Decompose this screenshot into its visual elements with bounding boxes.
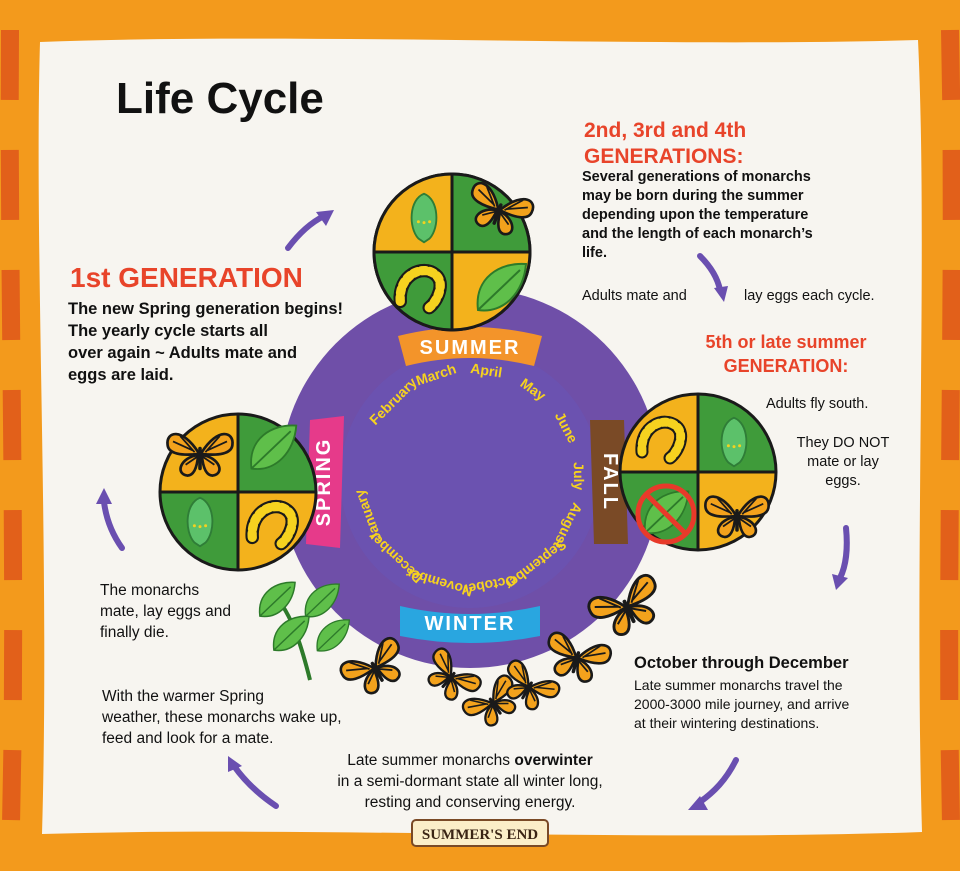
spring-stage-circle (158, 412, 318, 572)
page-title: Life Cycle (116, 74, 324, 123)
svg-text:SUMMER'S END: SUMMER'S END (422, 827, 538, 843)
arrow-icon (101, 499, 125, 551)
month-label: April (469, 360, 503, 381)
fall-stage-circle (618, 392, 778, 552)
arrow-icon (697, 757, 739, 805)
fly-south-label: Adults fly south. (766, 396, 869, 412)
oct-dec-heading: October through December (634, 654, 849, 672)
generation1-heading: 1st GENERATION (70, 262, 303, 293)
generation1-text: The new Spring generation begins!The yea… (68, 300, 344, 384)
arrow-icon (231, 763, 279, 809)
winter-banner: WINTER (400, 606, 540, 643)
chrysalis-icon (410, 192, 438, 244)
winter-label: WINTER (425, 613, 516, 635)
spring-label: SPRING (313, 438, 335, 527)
summer-stage-circle (372, 172, 537, 332)
chrysalis-icon (186, 496, 214, 548)
spring-banner: SPRING (306, 416, 344, 548)
fall-label: FALL (599, 453, 621, 511)
chrysalis-icon (720, 416, 748, 468)
no-symbol-icon (635, 483, 697, 545)
leaf-branch-icon (258, 581, 351, 681)
month-label: July (571, 462, 587, 490)
overwinter-text: Late summer monarchs overwinter in a sem… (337, 752, 603, 811)
summer-label: SUMMER (420, 337, 521, 359)
summers-end-logo: SUMMER'S END (411, 819, 549, 847)
adults-mate-label: Adults mate and (582, 288, 687, 304)
lay-eggs-label: lay eggs each cycle. (744, 288, 875, 304)
summer-banner: SUMMER (398, 327, 542, 366)
arrow-icon (837, 525, 850, 581)
fall-banner: FALL (590, 420, 628, 544)
